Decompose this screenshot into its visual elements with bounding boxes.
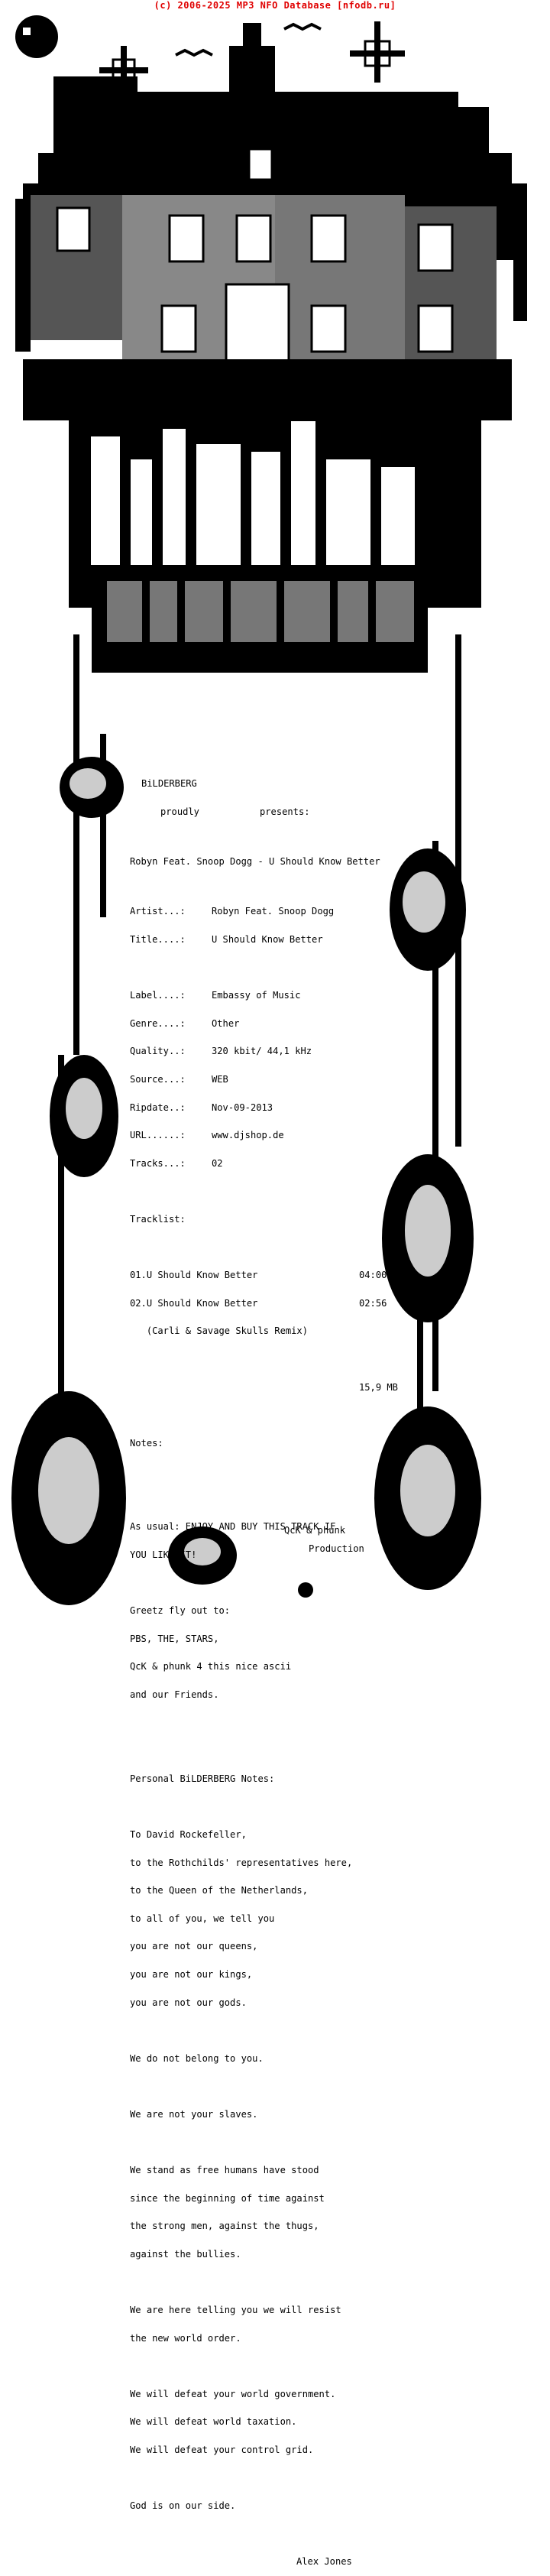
proudly-text: proudly bbox=[160, 806, 199, 817]
speech-line: God is on our side. bbox=[130, 2500, 236, 2512]
greetz-line: PBS, THE, STARS, bbox=[130, 1633, 219, 1644]
notes-line: YOU LIKE IT! bbox=[130, 1549, 197, 1561]
speech-line: To David Rockefeller, bbox=[130, 1829, 247, 1840]
speech-line: to the Queen of the Netherlands, bbox=[130, 1885, 308, 1896]
group-name: BiLDERBERG bbox=[141, 778, 197, 789]
speech-line: to all of you, we tell you bbox=[130, 1913, 275, 1924]
speech-line: you are not our queens, bbox=[130, 1941, 258, 1952]
info-row-tracks: Tracks...:02 bbox=[130, 1157, 223, 1169]
ascii-art-illustration bbox=[11, 15, 527, 1605]
speech-line: We will defeat your control grid. bbox=[130, 2445, 314, 2456]
total-size: 15,9 MB bbox=[359, 1381, 398, 1393]
speech-line: you are not our gods. bbox=[130, 1997, 247, 2008]
site-credit: (c) 2006-2025 MP3 NFO Database [nfodb.ru… bbox=[154, 0, 396, 11]
info-row-url: URL......:www.djshop.de bbox=[130, 1130, 284, 1141]
info-row-label: Label....:Embassy of Music bbox=[130, 990, 301, 1001]
art-credit-production: Production bbox=[309, 1543, 364, 1554]
greetz-line: Greetz fly out to: bbox=[130, 1605, 231, 1617]
greetz-line: and our Friends. bbox=[130, 1689, 219, 1701]
art-credit: QcK & phunk bbox=[284, 1525, 346, 1536]
track-remix-note: (Carli & Savage Skulls Remix) bbox=[130, 1325, 308, 1337]
personal-notes-label: Personal BiLDERBERG Notes: bbox=[130, 1773, 275, 1784]
speech-line: We do not belong to you. bbox=[130, 2052, 264, 2064]
greetz-line: QcK & phunk 4 this nice ascii bbox=[130, 1661, 292, 1672]
signature: Alex Jones bbox=[296, 2556, 352, 2568]
speech-line: We stand as free humans have stood bbox=[130, 2165, 319, 2176]
speech-line: against the bullies. bbox=[130, 2248, 241, 2260]
notes-line: As usual: ENJOY AND BUY THIS TRACK IF bbox=[130, 1521, 336, 1533]
speech-line: We will defeat your world government. bbox=[130, 2388, 336, 2399]
info-row-title: Title....:U Should Know Better bbox=[130, 934, 323, 945]
speech-line: We are here telling you we will resist bbox=[130, 2305, 341, 2316]
info-row-genre: Genre....:Other bbox=[130, 1017, 240, 1029]
info-row-artist: Artist...:Robyn Feat. Snoop Dogg bbox=[130, 906, 335, 917]
speech-line: since the beginning of time against bbox=[130, 2192, 325, 2204]
speech-line: the strong men, against the thugs, bbox=[130, 2221, 319, 2232]
info-row-quality: Quality..:320 kbit/ 44,1 kHz bbox=[130, 1046, 312, 1057]
info-row-ripdate: Ripdate..:Nov-09-2013 bbox=[130, 1101, 273, 1113]
speech-line: to the Rothchilds' representatives here, bbox=[130, 1857, 353, 1868]
notes-label: Notes: bbox=[130, 1437, 163, 1449]
release-title: Robyn Feat. Snoop Dogg - U Should Know B… bbox=[130, 856, 380, 867]
presents-text: presents: bbox=[260, 806, 310, 817]
speech-line: We are not your slaves. bbox=[130, 2108, 258, 2120]
info-row-source: Source...:WEB bbox=[130, 1073, 228, 1085]
tracklist-label: Tracklist: bbox=[130, 1213, 186, 1225]
nfo-text-block: Artist...:Robyn Feat. Snoop Dogg Title..… bbox=[130, 888, 420, 2576]
speech-line: the new world order. bbox=[130, 2332, 241, 2344]
speech-line: you are not our kings, bbox=[130, 1968, 253, 1980]
speech-line: We will defeat world taxation. bbox=[130, 2416, 297, 2428]
